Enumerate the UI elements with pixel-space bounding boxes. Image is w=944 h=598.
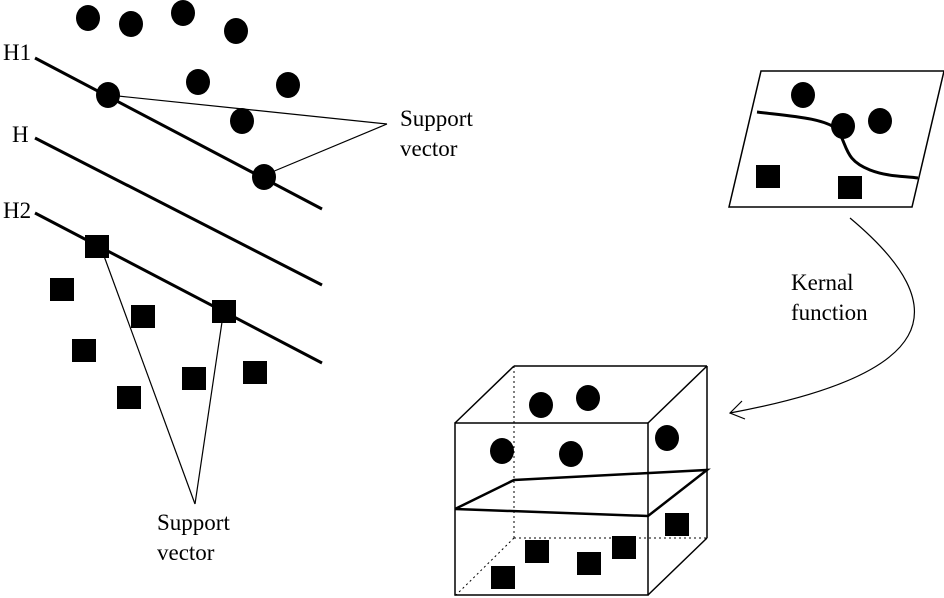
circle-point [171,0,195,26]
square-point [243,361,267,384]
label-kernel-function-line2: function [791,300,868,325]
nonlinear-boundary [756,110,919,180]
label-support-vector-bottom: Support vector [157,508,230,568]
pointer-line [194,321,223,505]
support-vector-circle [252,164,276,190]
label-kernel-function-line1: Kernal [791,270,854,295]
circle-point [529,392,553,418]
square-point [756,165,780,188]
label-support-vector-top-line1: Support [400,106,473,131]
arrowhead-icon [728,400,746,420]
label-support-vector-bottom-line1: Support [157,510,230,535]
circle-point [119,11,143,37]
support-vector-square [85,235,109,258]
label-h1: H1 [3,40,32,65]
circle-point [490,438,514,464]
circle-point [186,69,210,95]
pointer-line [271,123,388,173]
input-space-plane [728,70,944,208]
support-vector-circle [96,82,120,108]
square-point [491,566,515,589]
label-support-vector-top: Support vector [400,104,473,164]
circle-point [791,82,815,108]
square-point [72,339,96,362]
pointer-line [103,255,196,505]
circle-point [559,441,583,467]
square-point [50,278,74,301]
hyperplane-h2 [34,211,323,365]
circle-point [230,108,254,134]
label-h: H [12,122,29,147]
feature-space-cube [454,365,711,597]
square-class-points [50,235,267,409]
support-vector-square [212,300,236,323]
circle-point [224,18,248,44]
label-support-vector-bottom-line2: vector [157,540,215,565]
linear-svm-panel [34,0,388,505]
square-point [665,513,689,536]
label-support-vector-top-line2: vector [400,136,458,161]
label-kernel-function: Kernal function [791,268,868,328]
label-h2: H2 [3,198,32,223]
circle-point [276,72,300,98]
circle-point [76,5,100,31]
circle-point [655,425,679,451]
circle-point [576,385,600,411]
kernel-arrow-curve [729,217,916,414]
square-point [182,367,206,390]
square-point [117,386,141,409]
support-vector-pointers [103,95,388,505]
square-point [525,540,549,563]
square-point [612,536,636,559]
square-point [131,305,155,328]
plane-outline [728,70,944,208]
square-point [838,176,862,199]
kernel-arrow [728,217,916,420]
cube-hidden-edges [454,366,707,597]
circle-point [831,113,855,139]
separating-hyperplane [454,468,711,518]
hyperplane-h [34,136,323,287]
circle-class-points [76,0,300,190]
circle-class-points [490,385,679,467]
circle-point [868,108,892,134]
pointer-line [117,95,388,125]
square-point [577,552,601,575]
square-class-points [491,513,689,589]
